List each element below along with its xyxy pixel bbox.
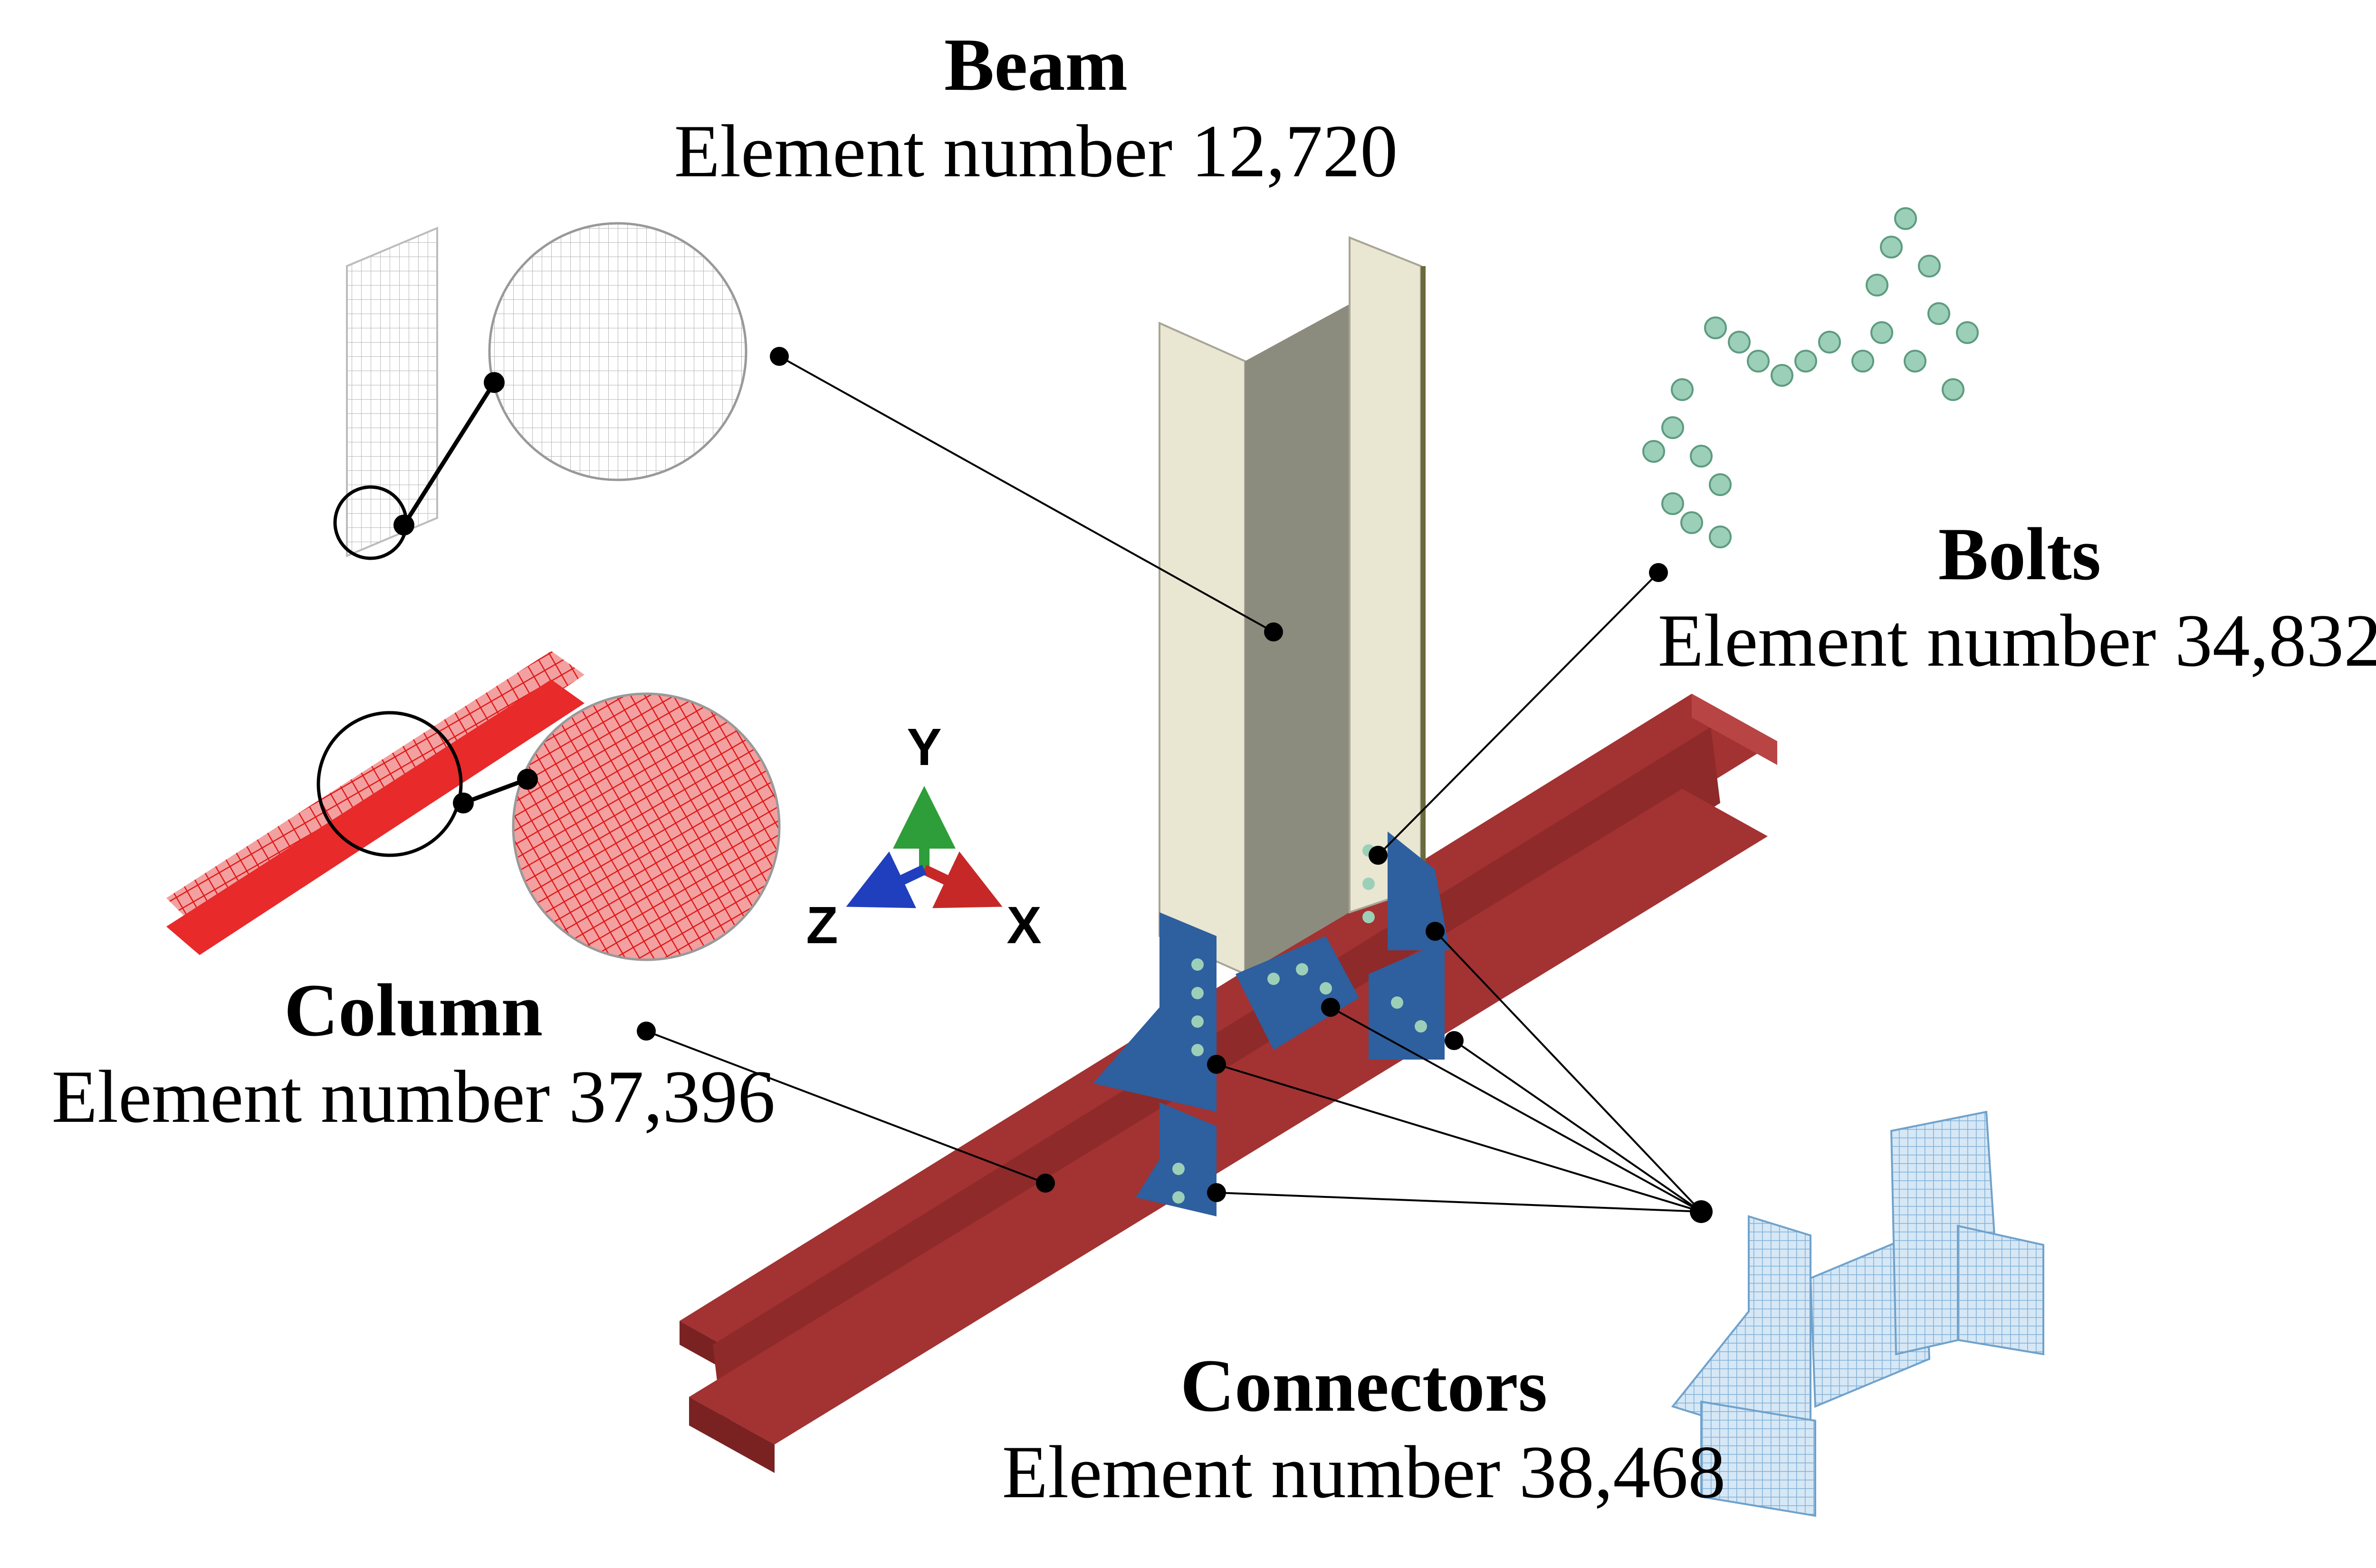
bolts-title: Bolts xyxy=(1938,513,2101,596)
connectors-model xyxy=(1093,832,1449,1216)
bolts-element-count: Element number 34,832 xyxy=(1657,599,2376,682)
bolts-inset xyxy=(1642,207,1979,548)
column-label: Column Element number 37,396 xyxy=(10,969,817,1142)
connectors-label: Connectors Element number 38,468 xyxy=(946,1345,1782,1517)
column-target-dot xyxy=(1036,1174,1055,1193)
bolts-label: Bolts Element number 34,832 xyxy=(1616,513,2376,686)
connector-bolt-dots xyxy=(1172,844,1427,1204)
z-axis-arrow xyxy=(846,851,927,908)
y-axis-label: Y xyxy=(907,718,941,776)
column-mesh-inset xyxy=(166,651,781,961)
beam-leader-dot xyxy=(770,347,789,366)
x-axis-arrow xyxy=(922,851,1003,908)
column-leader-line xyxy=(646,1030,1046,1184)
beam-mesh-inset xyxy=(333,222,747,560)
bolts-target-dot xyxy=(1369,846,1388,865)
connectors-mesh-inset xyxy=(1671,1110,2044,1517)
bolts-leader-line xyxy=(1377,572,1659,856)
connectors-element-count: Element number 38,468 xyxy=(1002,1430,1726,1514)
beam-label: Beam Element number 12,720 xyxy=(632,24,1440,196)
column-leader-dot xyxy=(637,1022,656,1041)
column-element-count: Element number 37,396 xyxy=(51,1055,776,1138)
connectors-title: Connectors xyxy=(1180,1344,1548,1427)
x-axis-label: X xyxy=(1006,896,1041,955)
connectors-leader-lines xyxy=(1216,930,1702,1213)
bolts-leader-dot xyxy=(1649,563,1668,582)
beam-target-dot xyxy=(1264,622,1283,641)
beam-element-count: Element number 12,720 xyxy=(674,109,1398,193)
beam-model xyxy=(1159,236,1426,976)
z-axis-label: Z xyxy=(806,896,838,955)
column-title: Column xyxy=(284,969,543,1052)
beam-title: Beam xyxy=(944,23,1128,106)
beam-leader-line xyxy=(779,355,1274,633)
connectors-leader-dots xyxy=(1207,922,1713,1223)
axis-triad: Y X Z xyxy=(806,718,1041,955)
